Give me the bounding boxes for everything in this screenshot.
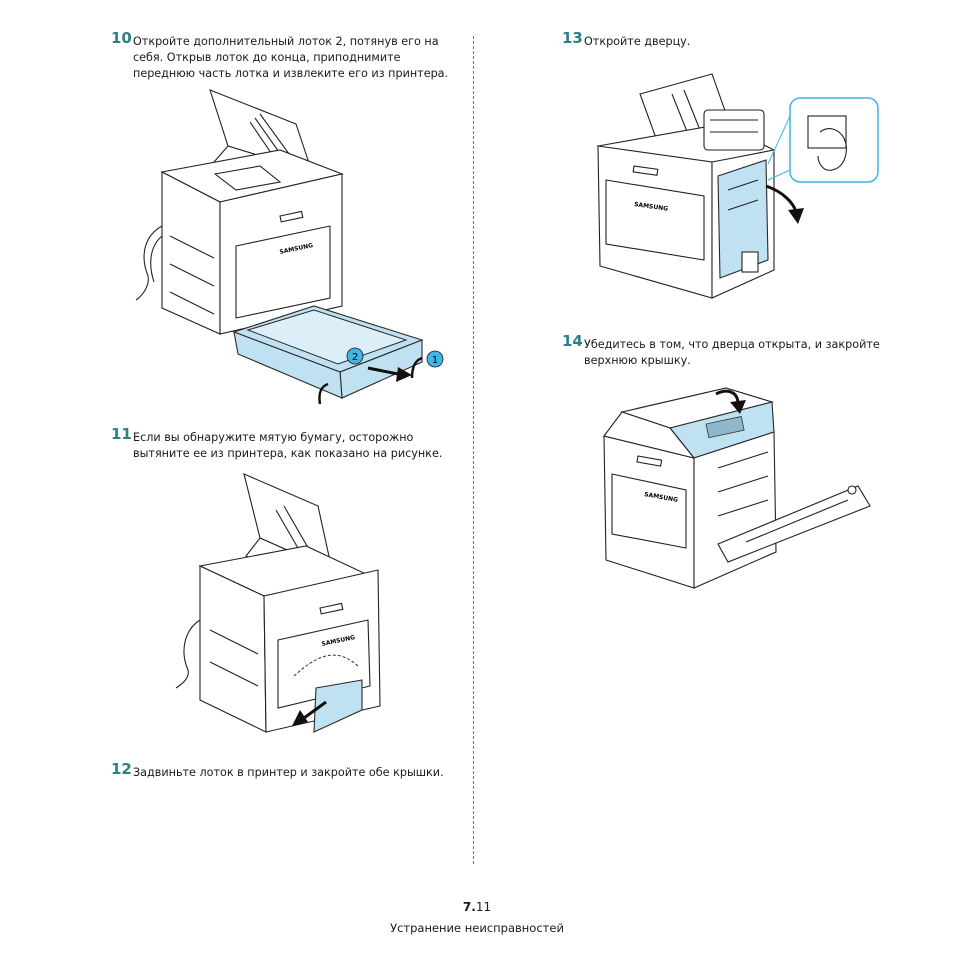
callout-2: 2 <box>352 352 358 363</box>
page-number: 7.11 <box>0 900 954 914</box>
figure-step-13: SAMSUNG <box>592 60 884 306</box>
step-number: 13 <box>562 29 583 47</box>
figure-step-14: SAMSUNG <box>598 382 874 594</box>
brand-label: SAMSUNG <box>634 201 669 213</box>
step-text: Откройте дополнительный лоток 2, потянув… <box>133 35 449 80</box>
step-13: 13 Откройте дверцу. <box>562 30 882 50</box>
chapter-title: Устранение неисправностей <box>390 921 564 935</box>
printer-tray-out-illustration: SAMSUNG 2 1 <box>135 89 444 405</box>
printer-jam-removal-illustration: SAMSUNG <box>175 473 381 733</box>
step-text: Если вы обнаружите мятую бумагу, осторож… <box>133 431 443 460</box>
printer-open-door-illustration: SAMSUNG <box>596 73 879 299</box>
step-number: 12 <box>111 760 132 778</box>
page-index: 11 <box>475 900 492 914</box>
callout-1: 1 <box>432 355 438 366</box>
printer-close-cover-illustration: SAMSUNG <box>603 387 871 589</box>
step-text: Задвиньте лоток в принтер и закройте обе… <box>133 766 444 779</box>
step-12: 12 Задвиньте лоток в принтер и закройте … <box>111 761 466 781</box>
chapter-number: 7. <box>462 900 476 914</box>
figure-step-11: SAMSUNG <box>166 470 388 748</box>
figure-step-10: SAMSUNG 2 1 <box>130 86 460 414</box>
step-11: 11 Если вы обнаружите мятую бумагу, осто… <box>111 426 466 462</box>
column-divider <box>473 36 474 864</box>
step-text: Убедитесь в том, что дверца открыта, и з… <box>584 338 880 367</box>
step-14: 14 Убедитесь в том, что дверца открыта, … <box>562 333 882 369</box>
step-10: 10 Откройте дополнительный лоток 2, потя… <box>111 30 466 82</box>
step-text: Откройте дверцу. <box>584 35 691 48</box>
step-number: 14 <box>562 332 583 350</box>
step-number: 10 <box>111 29 132 47</box>
step-number: 11 <box>111 425 132 443</box>
